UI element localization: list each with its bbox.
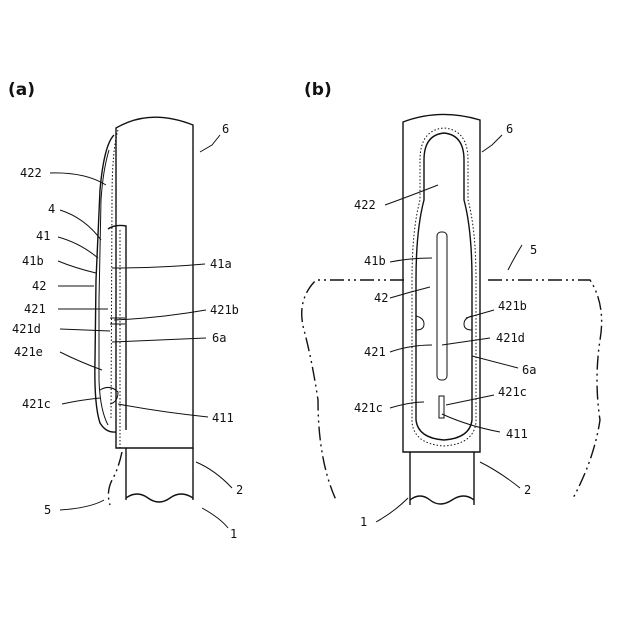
label-6a-a: 6a [212,331,226,345]
clip-421b-left [416,316,424,330]
panel-b-label: (b) [304,80,332,100]
label-411-b: 411 [506,427,528,441]
label-1-a: 1 [230,527,237,541]
label-421c-b-right: 421c [498,385,527,399]
label-421d-a: 421d [12,322,41,336]
leaders-b [376,135,522,522]
label-421-b: 421 [364,345,386,359]
label-421b-a: 421b [210,303,239,317]
label-2-b: 2 [524,483,531,497]
panel-a: (a) [8,80,243,541]
panel-b: (b) [302,80,602,529]
label-421c-a: 421c [22,397,51,411]
label-421b-b: 421b [498,299,527,313]
cover-body-a [116,117,193,448]
label-6-b: 6 [506,122,513,136]
label-41a-a: 41a [210,257,232,271]
label-41b-b: 41b [364,254,386,268]
label-42-b: 42 [374,291,388,305]
region-outline-b [302,280,404,500]
label-42-a: 42 [32,279,46,293]
label-1-b: 1 [360,515,367,529]
handle-shaft-a [126,448,193,502]
handle-shaft-b [410,452,474,505]
region-outline-a [108,452,122,505]
label-421d-b: 421d [496,331,525,345]
label-411-a: 411 [212,411,234,425]
label-421c-b-left: 421c [354,401,383,415]
label-421e-a: 421e [14,345,43,359]
attachment-edge-dotted-a [111,130,118,420]
label-6a-b: 6a [522,363,536,377]
slot-421d-b [437,232,447,380]
label-5-a: 5 [44,503,51,517]
label-41b-a: 41b [22,254,44,268]
label-2-a: 2 [236,483,243,497]
attachment-outline-b [416,133,472,440]
leaders-a [50,135,232,528]
label-5-b: 5 [530,243,537,257]
label-422-a: 422 [20,166,42,180]
label-6-a: 6 [222,122,229,136]
label-4-a: 4 [48,202,55,216]
label-41-a: 41 [36,229,50,243]
clip-421b-right [464,316,472,330]
label-422-b: 422 [354,198,376,212]
panel-a-label: (a) [8,80,35,100]
label-421-a: 421 [24,302,46,316]
cover-body-b [403,114,480,452]
